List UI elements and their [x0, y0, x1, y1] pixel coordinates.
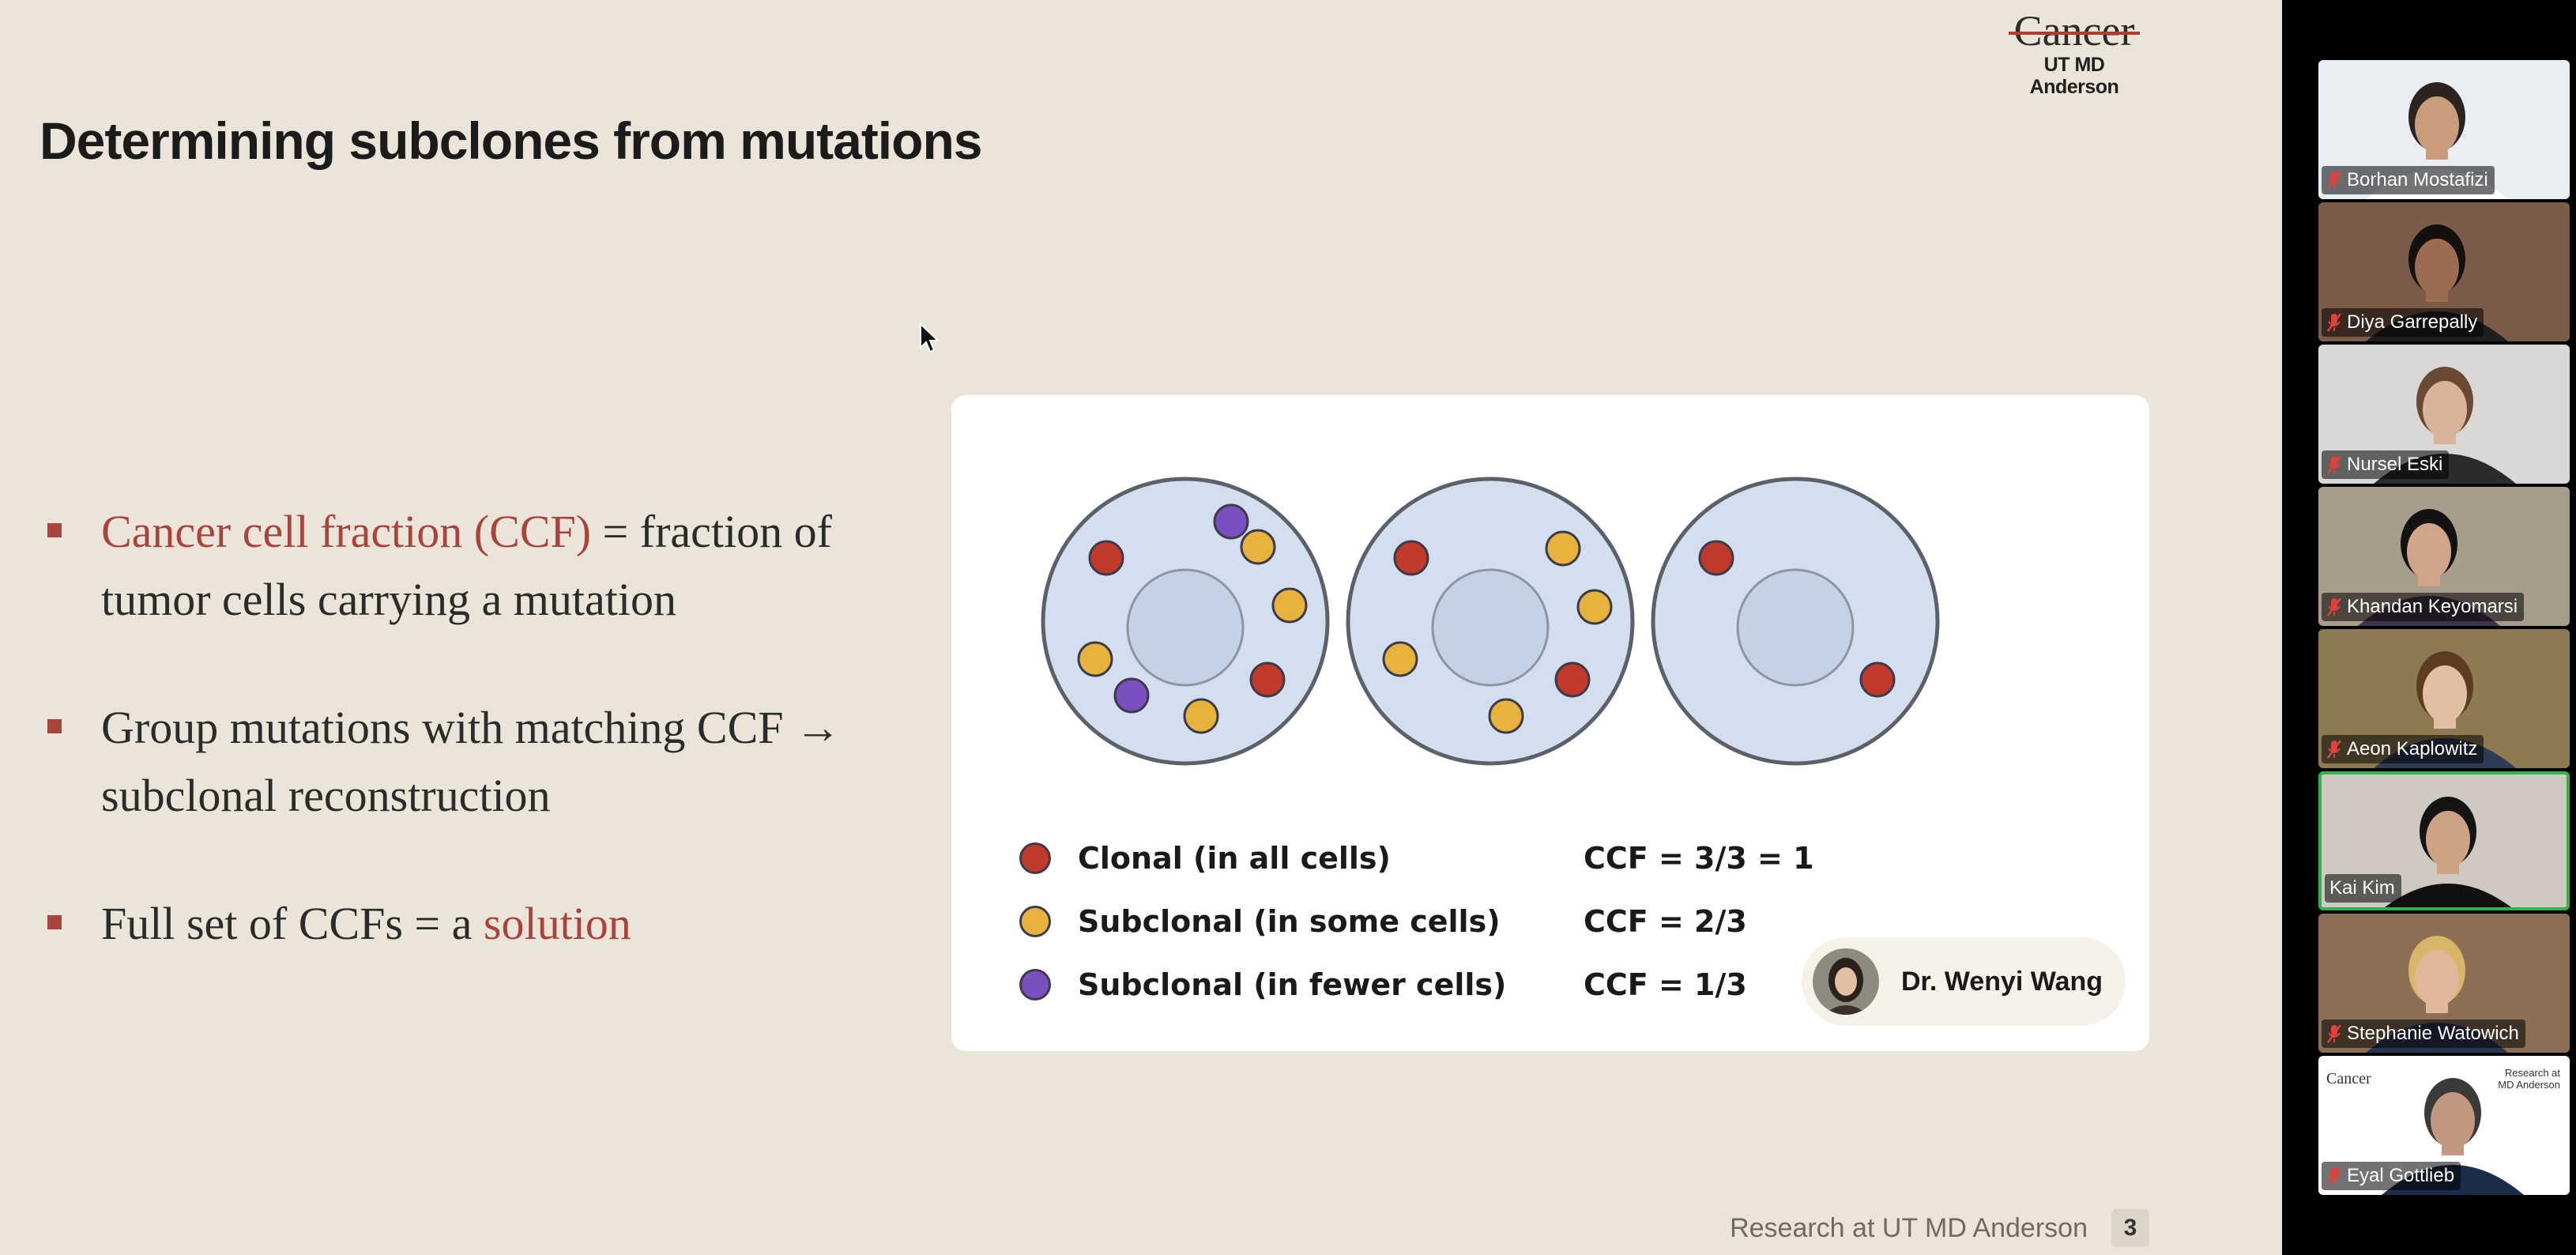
bullet-text: Full set of CCFs = a — [101, 898, 484, 949]
participant-name-tag: Diya Garrepally — [2322, 308, 2484, 337]
mutation-subclonal-some — [1271, 587, 1308, 624]
legend-ccf: CCF = 3/3 = 1 — [1584, 841, 1814, 876]
participant-name: Kai Kim — [2329, 877, 2395, 899]
participant-name-tag: Borhan Mostafizi — [2322, 166, 2495, 194]
participant-name: Eyal Gottlieb — [2347, 1165, 2455, 1186]
tumor-cells-diagram — [1041, 477, 1940, 766]
mutation-clonal — [1249, 661, 1286, 698]
participant-name-tag: Nursel Eski — [2322, 450, 2450, 479]
participant-name: Khandan Keyomarsi — [2347, 596, 2518, 617]
mutation-clonal — [1088, 540, 1124, 576]
bullet-marker — [47, 719, 62, 733]
mutation-clonal — [1393, 540, 1429, 576]
legend-row-clonal: Clonal (in all cells) CCF = 3/3 = 1 — [1019, 839, 1814, 877]
mouse-cursor-icon — [920, 322, 940, 353]
bullet-text: = fraction of tumor cells carrying a mut… — [101, 506, 832, 625]
tumor-cell-2 — [1346, 477, 1635, 766]
mutation-clonal — [1698, 540, 1734, 576]
mutation-clonal — [1554, 661, 1591, 698]
logo-word: Cancer — [1999, 8, 2149, 54]
cell-nucleus — [1126, 568, 1245, 687]
bullet-highlight: Cancer cell fraction (CCF) — [101, 506, 592, 557]
speaker-avatar — [1813, 948, 1879, 1015]
slide-footer: Research at UT MD Anderson 3 — [1730, 1209, 2149, 1247]
speaker-name: Dr. Wenyi Wang — [1901, 966, 2103, 997]
participant-name-tag: Khandan Keyomarsi — [2322, 593, 2525, 621]
bullet-list: Cancer cell fraction (CCF) = fraction of… — [44, 498, 882, 1018]
participant-tile[interactable]: Nursel Eski — [2318, 345, 2570, 484]
participant-tile[interactable]: Kai Kim — [2318, 771, 2570, 910]
ccf-figure-card: Clonal (in all cells) CCF = 3/3 = 1 Subc… — [951, 395, 2149, 1051]
legend-row-subclonal-fewer: Subclonal (in fewer cells) CCF = 1/3 — [1019, 966, 1747, 1004]
participant-name: Aeon Kaplowitz — [2347, 738, 2478, 759]
participant-name: Nursel Eski — [2347, 454, 2443, 475]
bullet-highlight: solution — [483, 898, 631, 949]
shared-slide: Cancer UT MD Anderson Determining subclo… — [0, 0, 2282, 1255]
participant-name: Borhan Mostafizi — [2347, 169, 2488, 190]
mutation-subclonal-some — [1183, 698, 1219, 734]
mutation-subclonal-some — [1545, 530, 1581, 567]
participant-name-tag: Stephanie Watowich — [2322, 1019, 2525, 1048]
legend-label: Subclonal (in fewer cells) — [1078, 967, 1507, 1002]
bullet-group-mutations: Group mutations with matching CCF → subc… — [44, 694, 882, 830]
participant-tile[interactable]: Stephanie Watowich — [2318, 914, 2570, 1053]
participant-tile[interactable]: Khandan Keyomarsi — [2318, 487, 2570, 626]
mutation-subclonal-some — [1240, 529, 1276, 565]
slide-title: Determining subclones from mutations — [40, 111, 982, 170]
slide-number: 3 — [2111, 1209, 2149, 1247]
bullet-text: Group mutations with matching CCF → subc… — [101, 702, 842, 821]
legend-label: Subclonal (in some cells) — [1078, 904, 1501, 939]
footer-text: Research at UT MD Anderson — [1730, 1212, 2088, 1243]
participant-tile[interactable]: Borhan Mostafizi — [2318, 60, 2570, 199]
mutation-subclonal-some — [1382, 641, 1418, 677]
speaker-badge: Dr. Wenyi Wang — [1802, 937, 2126, 1026]
legend-row-subclonal-some: Subclonal (in some cells) CCF = 2/3 — [1019, 903, 1747, 940]
legend-dot-subclonal-some — [1019, 906, 1051, 937]
legend-dot-subclonal-fewer — [1019, 969, 1051, 1001]
participant-name-tag: Aeon Kaplowitz — [2322, 735, 2484, 763]
logo-subtitle: UT MD Anderson — [2029, 54, 2119, 98]
participant-name-tag: Kai Kim — [2325, 874, 2401, 903]
tumor-cell-3 — [1651, 477, 1940, 766]
participant-video — [2322, 774, 2567, 907]
shared-slide-logo: Cancer — [2326, 1070, 2371, 1087]
muted-mic-icon — [2326, 1166, 2342, 1185]
muted-mic-icon — [2326, 455, 2342, 474]
cell-nucleus — [1431, 568, 1550, 687]
mutation-subclonal-fewer — [1113, 677, 1150, 714]
mutation-subclonal-some — [1077, 641, 1113, 677]
participant-name-tag: Eyal Gottlieb — [2322, 1162, 2461, 1190]
cell-nucleus — [1736, 568, 1855, 687]
muted-mic-icon — [2326, 597, 2342, 616]
mutation-clonal — [1859, 661, 1896, 698]
participant-name: Stephanie Watowich — [2347, 1023, 2519, 1044]
md-anderson-logo: Cancer UT MD Anderson — [1999, 8, 2149, 98]
bullet-solution: Full set of CCFs = a solution — [44, 890, 882, 958]
shared-slide-text: Research at MD Anderson — [2498, 1067, 2560, 1091]
legend-ccf: CCF = 2/3 — [1584, 904, 1747, 939]
participant-name: Diya Garrepally — [2347, 311, 2478, 333]
mutation-subclonal-some — [1576, 589, 1613, 625]
participant-tile[interactable]: Aeon Kaplowitz — [2318, 629, 2570, 768]
muted-mic-icon — [2326, 171, 2342, 190]
muted-mic-icon — [2326, 740, 2342, 759]
legend-ccf: CCF = 1/3 — [1584, 967, 1747, 1002]
mutation-subclonal-some — [1488, 698, 1524, 734]
muted-mic-icon — [2326, 313, 2342, 332]
tumor-cell-1 — [1041, 477, 1330, 766]
legend-label: Clonal (in all cells) — [1078, 841, 1391, 876]
bullet-ccf-definition: Cancer cell fraction (CCF) = fraction of… — [44, 498, 882, 634]
participant-tile[interactable]: Diya Garrepally — [2318, 202, 2570, 341]
bullet-marker — [47, 523, 62, 537]
legend-dot-clonal — [1019, 842, 1051, 874]
mutation-subclonal-fewer — [1213, 503, 1249, 540]
bullet-marker — [47, 915, 62, 929]
muted-mic-icon — [2326, 1024, 2342, 1043]
